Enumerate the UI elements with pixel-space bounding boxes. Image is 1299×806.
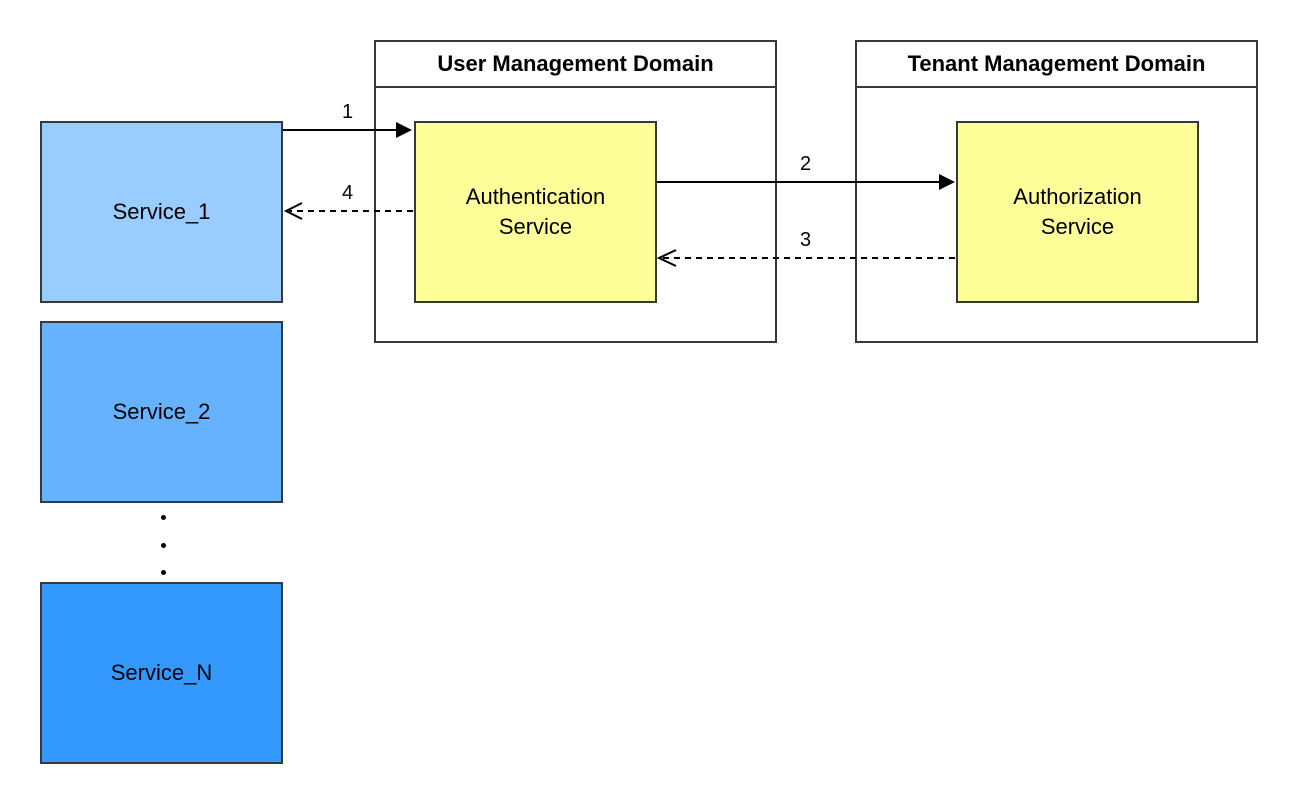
step-3-label: 3 (800, 229, 812, 251)
service-2-label: Service_2 (112, 399, 211, 424)
arrow-step-4 (283, 202, 413, 220)
authorization-service-box[interactable]: Authorization Service (956, 121, 1199, 303)
authentication-service-label: Authentication Service (465, 184, 606, 239)
service-n-label: Service_N (110, 660, 213, 685)
service-1-box[interactable]: Service_1 (40, 121, 283, 303)
authorization-service-label: Authorization Service (1013, 184, 1142, 239)
step-2-label: 2 (800, 153, 812, 175)
service-2-box[interactable]: Service_2 (40, 321, 283, 503)
tenant-management-domain-title: Tenant Management Domain (857, 42, 1256, 88)
step-4-label: 4 (342, 182, 354, 204)
service-n-box[interactable]: Service_N (40, 582, 283, 764)
vertical-ellipsis-icon (148, 515, 178, 575)
arrow-step-1 (283, 122, 412, 138)
arrow-step-2 (657, 174, 955, 190)
arrow-step-3 (656, 249, 955, 267)
service-1-label: Service_1 (112, 199, 211, 224)
authentication-service-box[interactable]: Authentication Service (414, 121, 657, 303)
step-1-label: 1 (342, 101, 354, 123)
user-management-domain-title: User Management Domain (376, 42, 775, 88)
